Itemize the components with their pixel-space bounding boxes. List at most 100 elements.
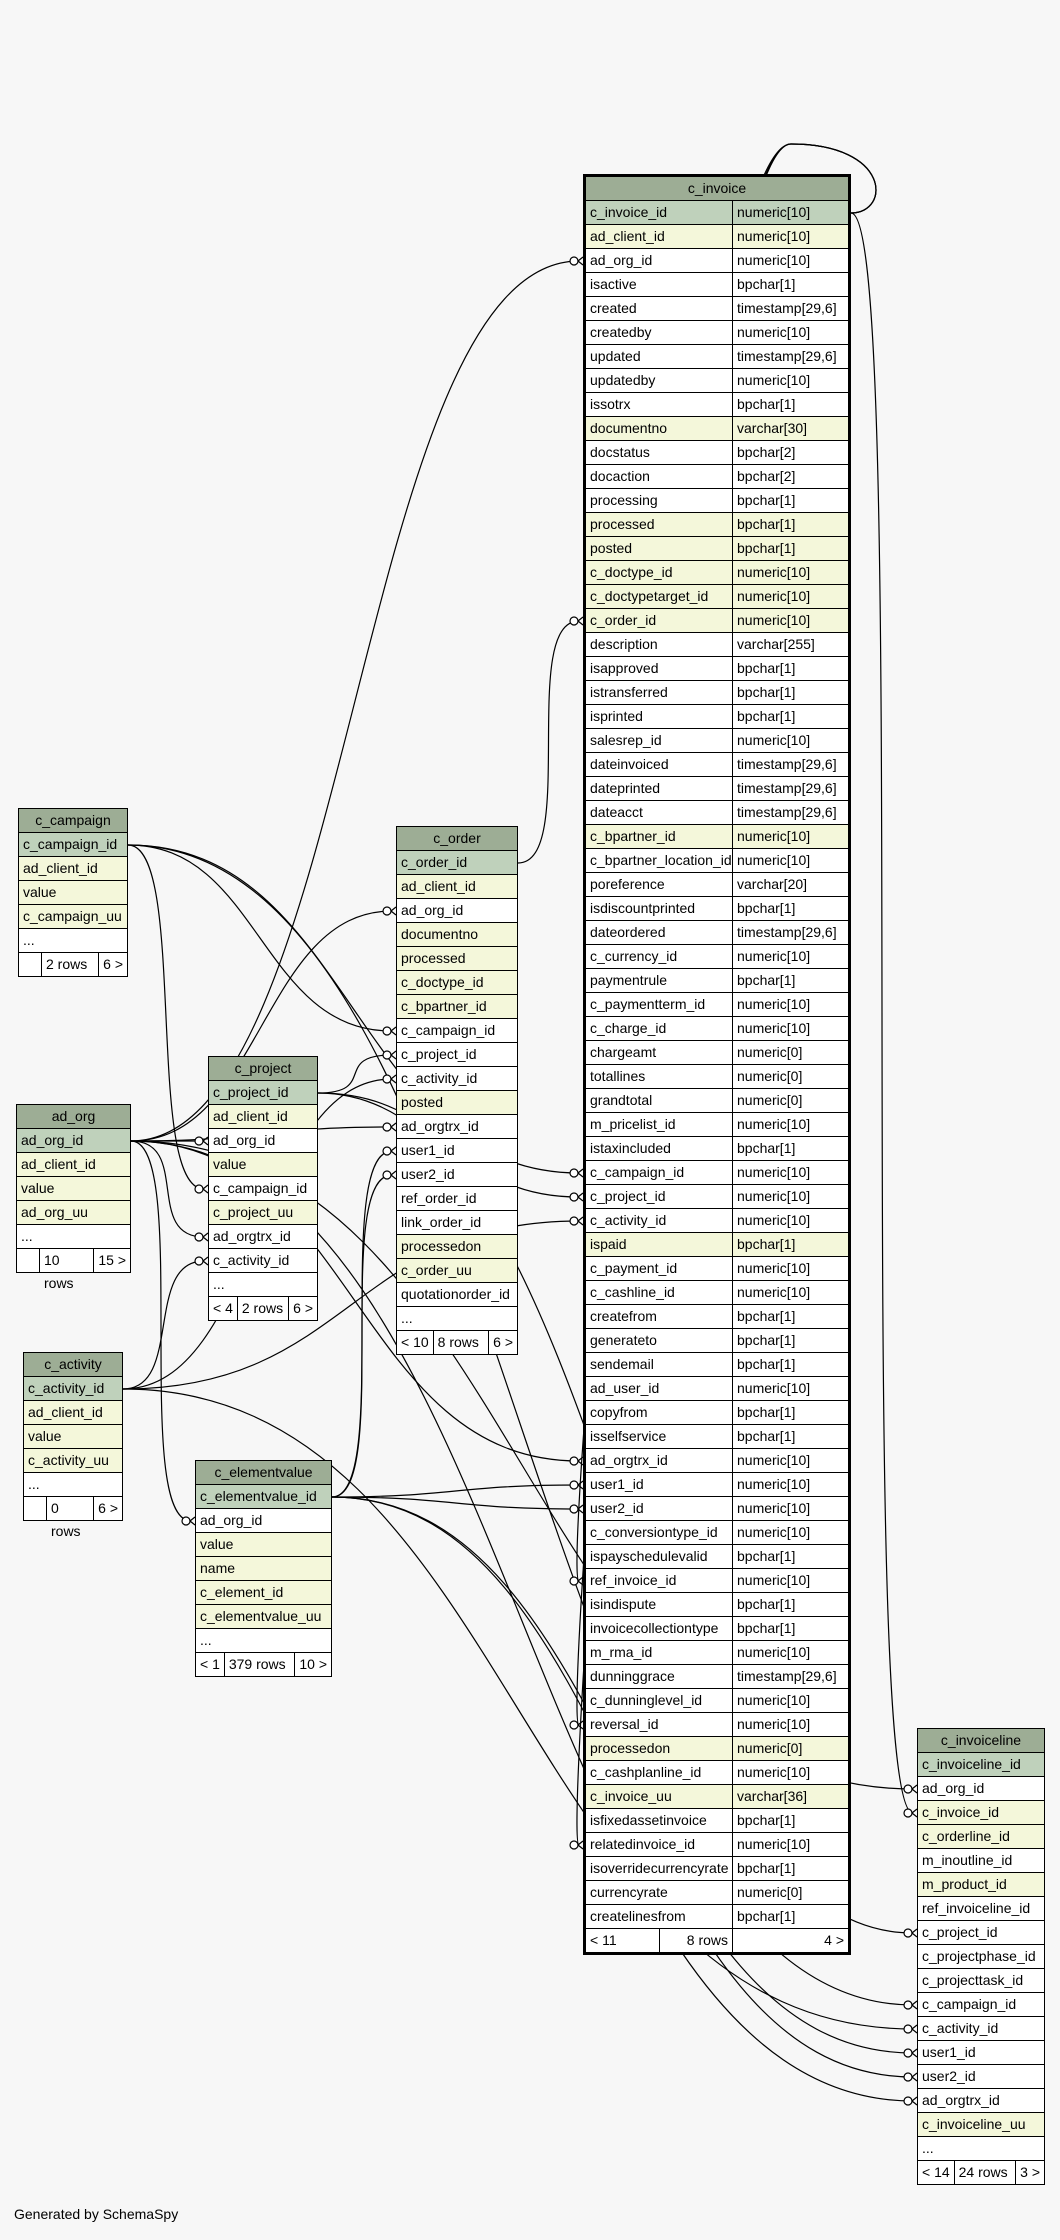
column-row[interactable]: value [209,1153,317,1177]
column-row[interactable]: c_element_id [196,1581,331,1605]
column-row[interactable]: user2_id [397,1163,517,1187]
table-title[interactable]: c_campaign [19,809,127,833]
column-row[interactable]: c_project_id [918,1921,1044,1945]
column-row[interactable]: c_invoiceline_id [918,1753,1044,1777]
column-row[interactable]: ... [19,929,127,953]
row-count[interactable]: 0 rows [46,1497,93,1539]
column-row[interactable]: ref_invoiceline_id [918,1897,1044,1921]
children-count[interactable]: 4 > [732,1929,848,1952]
table-title[interactable]: c_project [209,1057,317,1081]
column-row[interactable]: ... [17,1225,130,1249]
column-row[interactable]: ad_org_id [17,1129,130,1153]
table-title[interactable]: c_activity [24,1353,122,1377]
column-row[interactable]: c_elementvalue_uu [196,1605,331,1629]
column-row[interactable]: c_elementvalue_id [196,1485,331,1509]
parents-count[interactable] [24,1497,46,1520]
column-row[interactable]: link_order_id [397,1211,517,1235]
column-row[interactable]: ... [24,1473,122,1497]
column-row[interactable]: ad_orgtrx_id [209,1225,317,1249]
column-row[interactable]: value [196,1533,331,1557]
column-row[interactable]: ad_client_id [19,857,127,881]
children-count[interactable]: 6 > [93,1497,122,1520]
column-row[interactable]: ad_orgtrx_id [397,1115,517,1139]
column-row[interactable]: c_campaign_id [918,1993,1044,2017]
column-row[interactable]: c_order_uu [397,1259,517,1283]
table-title[interactable]: c_elementvalue [196,1461,331,1485]
children-count[interactable]: 10 > [294,1653,331,1676]
children-count[interactable]: 6 > [98,953,127,976]
row-count[interactable]: 10 rows [39,1249,93,1291]
column-row[interactable]: m_inoutline_id [918,1849,1044,1873]
column-row[interactable]: c_activity_id [918,2017,1044,2041]
column-row[interactable]: c_campaign_uu [19,905,127,929]
column-row[interactable]: c_project_id [209,1081,317,1105]
column-row[interactable]: ad_client_id [397,875,517,899]
column-row[interactable]: c_projecttask_id [918,1969,1044,1993]
parents-count[interactable]: < 1 [200,1656,220,1672]
column-row[interactable]: c_bpartner_id [397,995,517,1019]
column-row[interactable]: c_project_id [397,1043,517,1067]
column-row[interactable]: c_activity_id [397,1067,517,1091]
row-count[interactable]: 379 rows [223,1653,295,1676]
column-row[interactable]: ... [918,2137,1044,2161]
column-row[interactable]: c_campaign_id [19,833,127,857]
table-title[interactable]: ad_org [17,1105,130,1129]
column-row[interactable]: user1_id [397,1139,517,1163]
parents-count[interactable]: < 10 [401,1334,429,1350]
parents-count[interactable]: < 11 [590,1932,617,1948]
children-count[interactable]: 15 > [93,1249,130,1272]
column-row[interactable]: ... [209,1273,317,1297]
table-title[interactable]: c_invoiceline [918,1729,1044,1753]
parents-count[interactable] [19,953,41,976]
column-row[interactable]: c_invoice_id [918,1801,1044,1825]
parents-count[interactable] [17,1249,39,1272]
column-row[interactable]: documentno [397,923,517,947]
column-row[interactable]: value [19,881,127,905]
